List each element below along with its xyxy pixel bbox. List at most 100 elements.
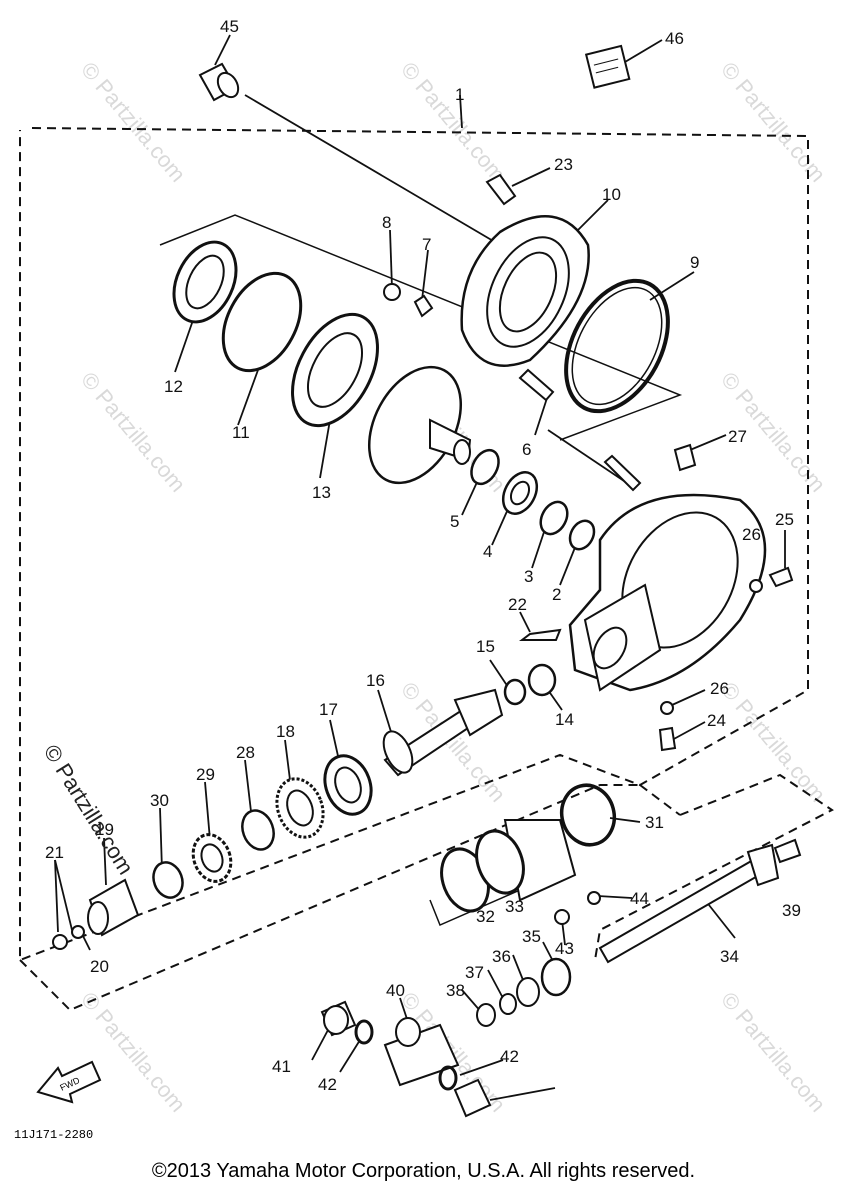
part-21-nut	[52, 934, 68, 950]
part-7-washer	[413, 294, 434, 318]
label-12: 12	[164, 377, 183, 396]
watermark-3: © Partzilla.com	[716, 57, 830, 187]
label-43: 43	[555, 939, 574, 958]
label-11: 11	[232, 423, 250, 442]
watermark-9: © Partzilla.com	[76, 987, 190, 1117]
part-45-bushing	[198, 62, 240, 102]
part-37-washer	[499, 993, 517, 1015]
label-10: 10	[602, 185, 621, 204]
label-1: 1	[455, 85, 464, 104]
part-18-gear	[275, 777, 325, 839]
watermark-8: © Partzilla.com	[716, 677, 830, 807]
part-9-o-ring	[564, 278, 670, 414]
label-14: 14	[555, 710, 574, 729]
part-22-stud	[519, 628, 562, 641]
part-36-washer	[516, 977, 540, 1007]
part-35-collar	[540, 957, 572, 997]
part-14-bearing	[527, 663, 557, 697]
part-6-stud-a	[518, 368, 555, 402]
part-23-bolt	[485, 173, 517, 206]
part-6-stud-b	[603, 454, 642, 492]
watermark-11: © Partzilla.com	[716, 987, 830, 1117]
label-34: 34	[720, 947, 739, 966]
label-21: 21	[45, 843, 64, 862]
label-40: 40	[386, 981, 405, 1000]
part-24-plug	[658, 726, 677, 752]
watermark-2: © Partzilla.com	[396, 57, 510, 187]
part-10-cover	[460, 215, 590, 367]
part-11-ring	[221, 271, 303, 373]
part-25-bolt	[768, 566, 794, 588]
label-39: 39	[782, 901, 801, 920]
subassembly-outlines	[159, 214, 683, 926]
label-41: 41	[272, 1057, 291, 1076]
part-30-cam	[152, 861, 184, 899]
label-15: 15	[476, 637, 495, 656]
label-8: 8	[382, 213, 391, 232]
part-3-collar	[539, 500, 569, 536]
label-19: 19	[95, 820, 114, 839]
label-30: 30	[150, 791, 169, 810]
label-20: 20	[90, 957, 109, 976]
label-13: 13	[312, 483, 331, 502]
label-9: 9	[690, 253, 699, 272]
label-37: 37	[465, 963, 484, 982]
part-26-washer-b	[660, 701, 674, 715]
part-44-washer	[587, 891, 601, 905]
part-42-clip-a	[354, 1019, 374, 1045]
label-42: 42	[318, 1075, 337, 1094]
fwd-arrow	[36, 1060, 102, 1104]
part-16-pinion	[382, 688, 504, 777]
part-31-o-ring	[559, 783, 617, 847]
label-18: 18	[276, 722, 295, 741]
label-16: 16	[366, 671, 385, 690]
label-28: 28	[236, 743, 255, 762]
label-35: 35	[522, 927, 541, 946]
part-12-seal	[172, 240, 238, 324]
label-6: 6	[522, 440, 531, 459]
part-4-bearing	[501, 471, 539, 515]
label-26: 26	[742, 525, 761, 544]
part-34-shaft	[598, 838, 802, 964]
part-42-clip-b	[438, 1065, 458, 1091]
part-28-collar	[241, 809, 275, 851]
lower-bushing	[453, 1078, 492, 1118]
label-7: 7	[422, 235, 431, 254]
part-38-nut	[476, 1003, 496, 1027]
watermark-1: © Partzilla.com	[76, 57, 190, 187]
label-25: 25	[775, 510, 794, 529]
label-22: 22	[508, 595, 527, 614]
label-27: 27	[728, 427, 747, 446]
diagram-part-number: 11J171-2280	[14, 1128, 94, 1142]
part-8-nut	[383, 283, 401, 301]
part-41-bushing	[320, 1000, 357, 1037]
part-15-bearing	[503, 678, 527, 706]
label-5: 5	[450, 512, 459, 531]
part-46-label	[584, 44, 631, 89]
label-42b: 42	[500, 1047, 519, 1066]
part-40-universal-joint	[383, 1017, 460, 1087]
part-17-bearing	[323, 754, 373, 816]
label-26b: 26	[710, 679, 729, 698]
part-5-shim	[470, 448, 500, 486]
label-2: 2	[552, 585, 561, 604]
part-13-bearing	[291, 312, 379, 428]
label-3: 3	[524, 567, 533, 586]
part-29-spring	[191, 833, 233, 883]
part-20-washer	[71, 925, 85, 939]
label-36: 36	[492, 947, 511, 966]
label-31: 31	[645, 813, 664, 832]
label-32: 32	[476, 907, 495, 926]
ring-gear	[367, 365, 472, 485]
part-27-plug	[673, 443, 697, 472]
part-shapes	[36, 44, 802, 1118]
label-29: 29	[196, 765, 215, 784]
label-17: 17	[319, 700, 338, 719]
label-33: 33	[505, 897, 524, 916]
part-32-33-housing	[440, 819, 577, 913]
label-23: 23	[554, 155, 573, 174]
gear-case	[568, 493, 767, 692]
part-26-washer-a	[749, 579, 763, 593]
copyright-notice: ©2013 Yamaha Motor Corporation, U.S.A. A…	[151, 1160, 696, 1182]
label-38: 38	[446, 981, 465, 1000]
